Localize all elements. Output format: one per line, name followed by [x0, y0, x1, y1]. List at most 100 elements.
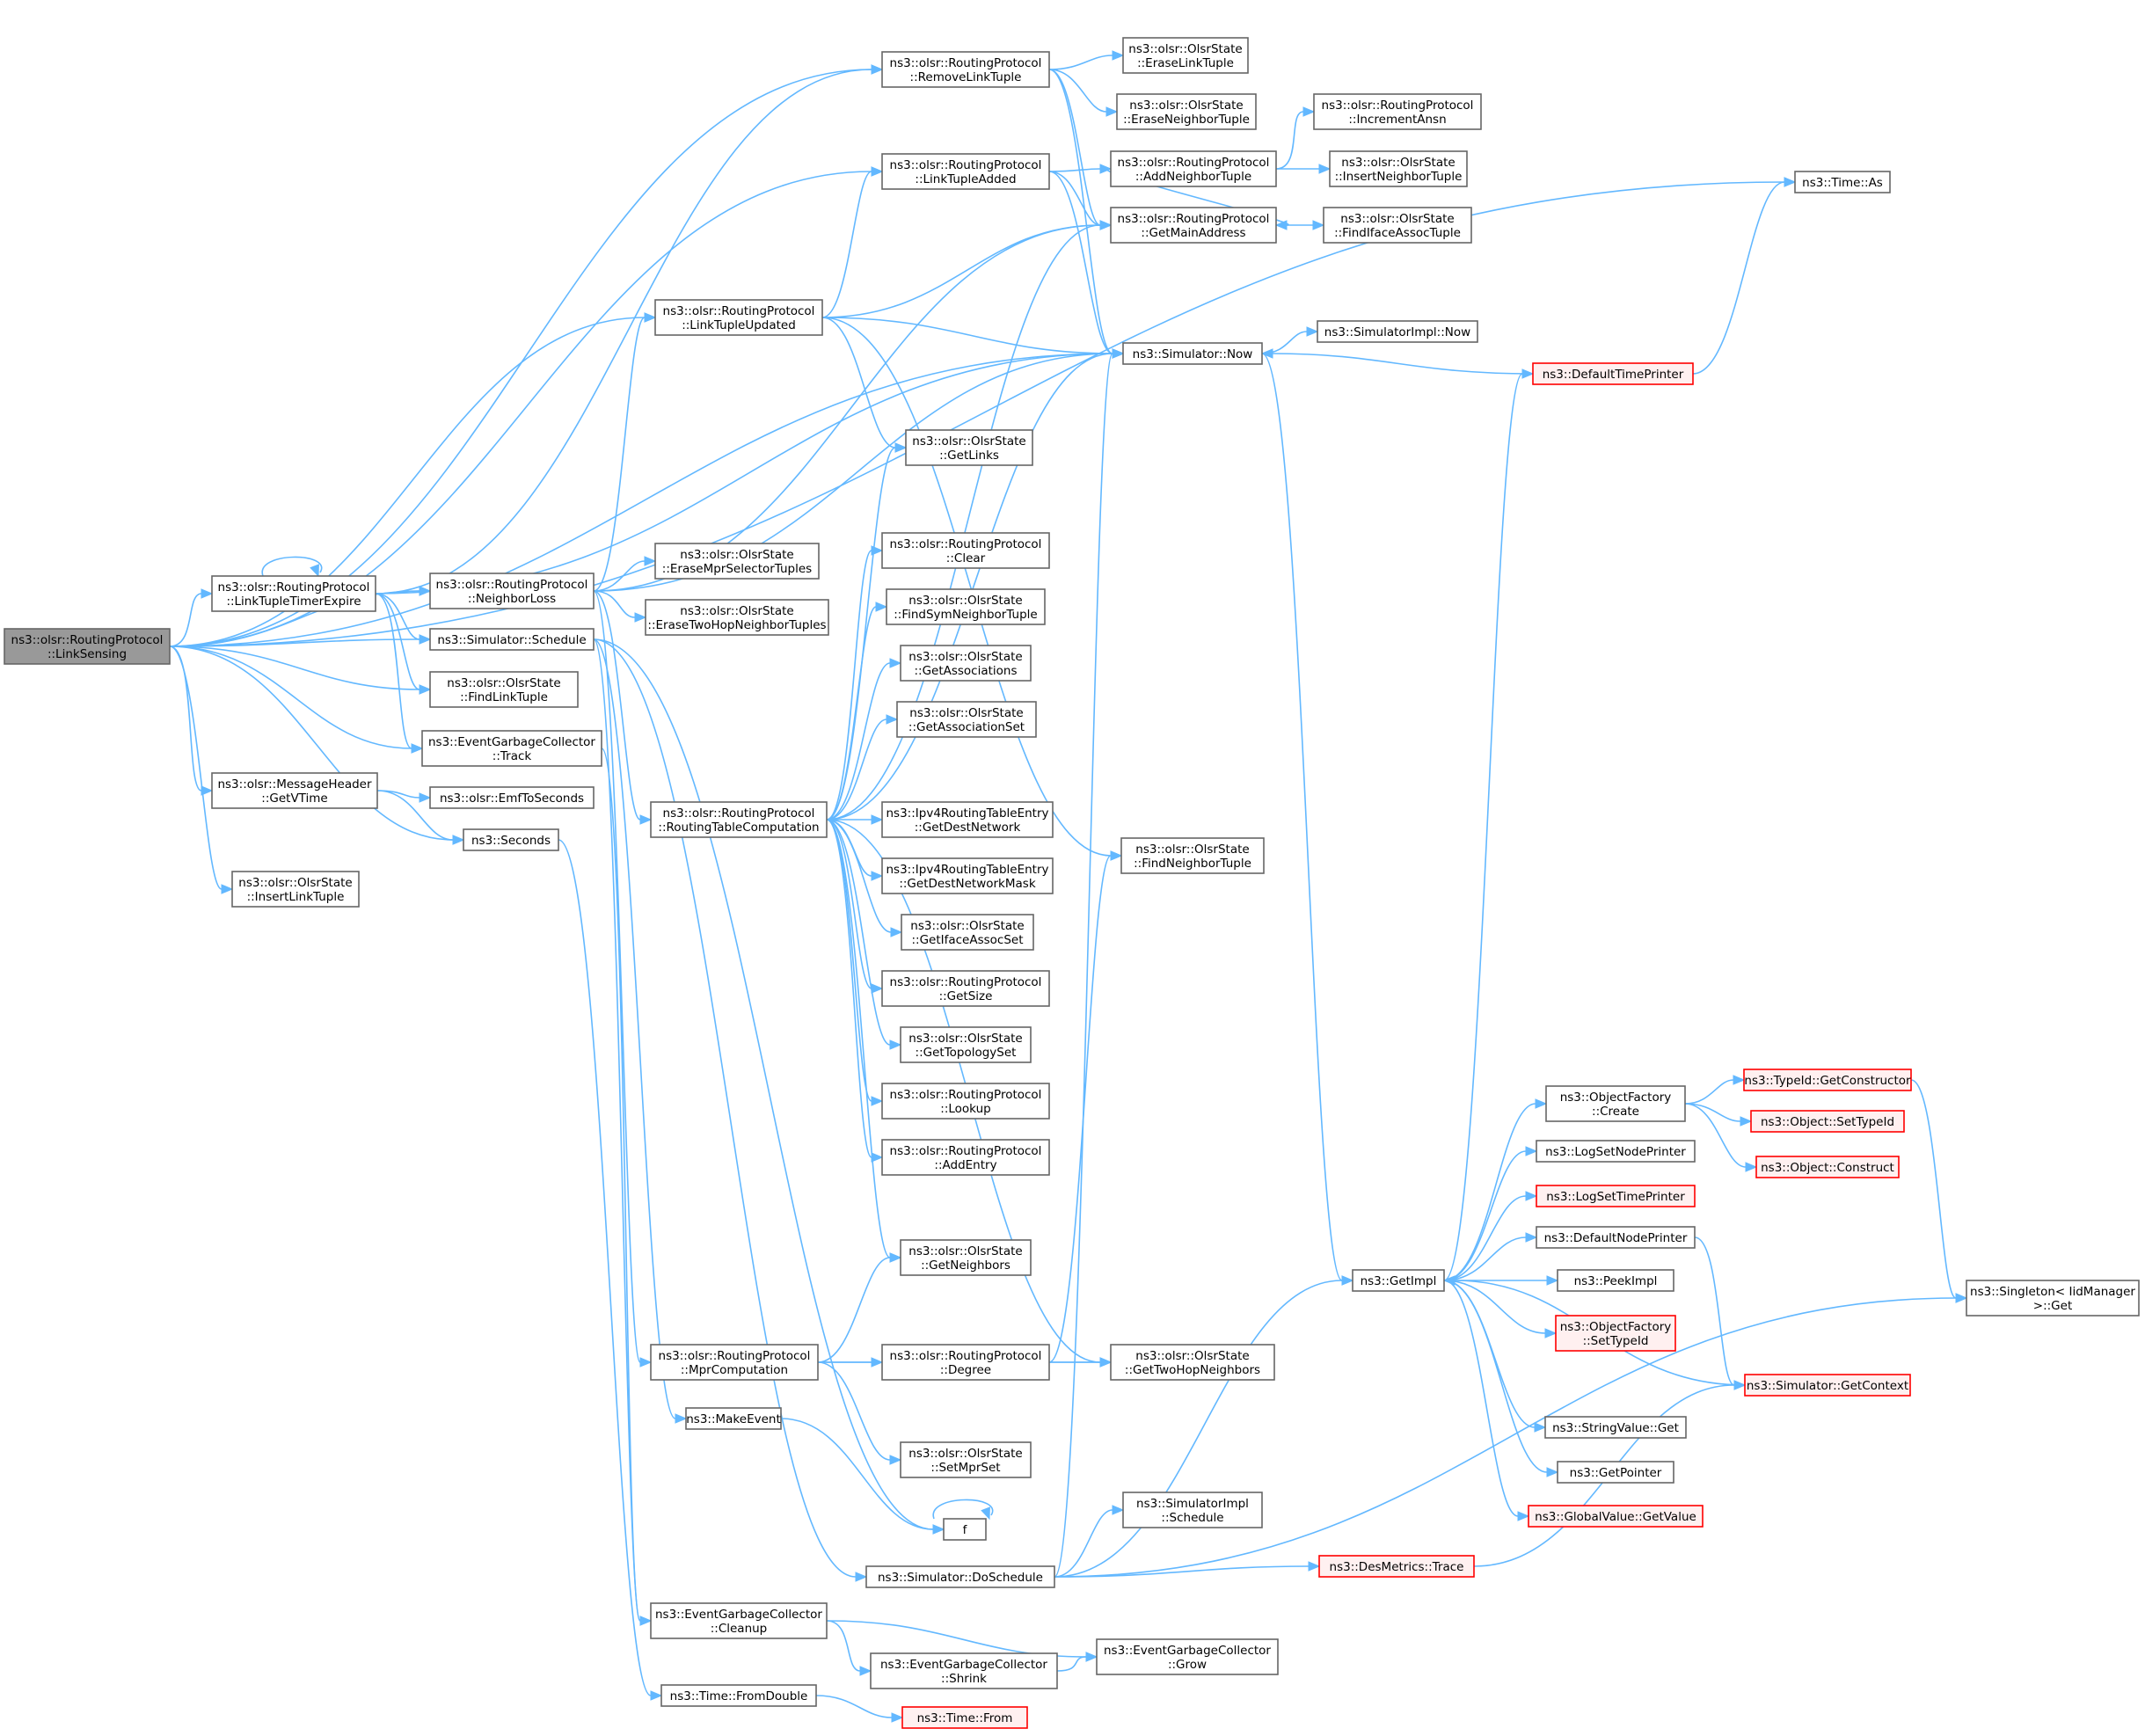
node-n58[interactable]: ns3::LogSetTimePrinter: [1536, 1185, 1696, 1207]
node-n6[interactable]: ns3::olsr::MessageHeader::GetVTime: [211, 772, 378, 809]
node-label: ns3::olsr::OlsrState: [238, 876, 352, 890]
edge-n54-n48: [1443, 368, 1535, 1281]
node-n8[interactable]: ns3::Seconds: [463, 828, 559, 851]
node-n19[interactable]: ns3::Time::FromDouble: [660, 1684, 817, 1707]
node-box: [1122, 37, 1249, 74]
edge-n3-n41: [593, 638, 868, 1582]
node-n42[interactable]: ns3::EventGarbageCollector::Shrink: [870, 1652, 1058, 1689]
node-n48[interactable]: ns3::DefaultTimePrinter: [1532, 362, 1694, 385]
node-n62[interactable]: ns3::StringValue::Get: [1544, 1416, 1687, 1439]
node-n30[interactable]: ns3::Ipv4RoutingTableEntry::GetDestNetwo…: [881, 801, 1054, 838]
edge-arrowhead: [1306, 326, 1319, 337]
node-box: [211, 575, 376, 612]
node-box: [1329, 150, 1468, 187]
node-n14[interactable]: ns3::olsr::OlsrState::EraseTwoHopNeighbo…: [645, 599, 829, 636]
node-n47[interactable]: ns3::SimulatorImpl::Now: [1317, 320, 1478, 343]
edge-n48-n24: [1260, 348, 1534, 375]
node-n25[interactable]: ns3::olsr::OlsrState::GetLinks: [905, 429, 1033, 466]
node-label: ns3::olsr::RoutingProtocol: [890, 1144, 1042, 1158]
node-n55[interactable]: ns3::Time::As: [1794, 171, 1891, 193]
node-n69[interactable]: ns3::Singleton< IidManager >::Get: [1966, 1280, 2140, 1317]
node-n10[interactable]: ns3::olsr::RoutingProtocol::RemoveLinkTu…: [881, 51, 1050, 88]
node-n26[interactable]: ns3::olsr::RoutingProtocol::Clear: [881, 532, 1050, 569]
node-n24[interactable]: ns3::Simulator::Now: [1122, 342, 1263, 365]
node-n59[interactable]: ns3::DefaultNodePrinter: [1536, 1226, 1696, 1249]
node-label: ::IncrementAnsn: [1348, 113, 1446, 127]
edge-n38-n50: [1049, 1357, 1113, 1368]
node-label: ::GetIfaceAssocSet: [911, 933, 1023, 947]
node-n52[interactable]: ns3::DesMetrics::Trace: [1318, 1555, 1475, 1578]
edge-arrowhead: [1525, 1146, 1538, 1156]
node-box: [1750, 1110, 1905, 1133]
edge-line: [593, 590, 636, 618]
node-n43[interactable]: ns3::Time::From: [901, 1706, 1028, 1729]
node-n44[interactable]: ns3::olsr::RoutingProtocol::IncrementAns…: [1313, 93, 1482, 130]
node-n4[interactable]: ns3::olsr::OlsrState::FindLinkTuple: [429, 671, 579, 708]
node-n49[interactable]: ns3::olsr::OlsrState::FindNeighborTuple: [1120, 837, 1265, 874]
node-n34[interactable]: ns3::olsr::OlsrState::GetTopologySet: [900, 1026, 1032, 1063]
node-n41[interactable]: ns3::Simulator::DoSchedule: [865, 1565, 1055, 1588]
edge-line: [1048, 171, 1101, 226]
node-box: [1545, 1085, 1686, 1122]
node-n7[interactable]: ns3::olsr::EmfToSeconds: [429, 786, 595, 809]
node-n51[interactable]: ns3::SimulatorImpl::Schedule: [1122, 1492, 1263, 1528]
node-n40[interactable]: f: [943, 1518, 987, 1541]
node-n28[interactable]: ns3::olsr::OlsrState::GetAssociations: [900, 645, 1032, 682]
node-n50[interactable]: ns3::olsr::OlsrState::GetTwoHopNeighbors: [1110, 1344, 1275, 1381]
node-n2[interactable]: ns3::olsr::RoutingProtocol::NeighborLoss: [429, 573, 595, 609]
node-n21[interactable]: ns3::olsr::OlsrState::EraseNeighborTuple: [1116, 93, 1257, 130]
node-n11[interactable]: ns3::olsr::RoutingProtocol::LinkTupleAdd…: [881, 153, 1050, 190]
edge-n15-n29: [826, 714, 899, 821]
node-n53[interactable]: ns3::EventGarbageCollector::Grow: [1096, 1638, 1279, 1675]
node-n15[interactable]: ns3::olsr::RoutingProtocol::RoutingTable…: [650, 801, 828, 838]
edge-n41-n51: [1054, 1505, 1125, 1578]
node-n38[interactable]: ns3::olsr::RoutingProtocol::Degree: [881, 1344, 1050, 1381]
node-n18[interactable]: ns3::EventGarbageCollector::Cleanup: [650, 1602, 828, 1639]
node-n65[interactable]: ns3::TypeId::GetConstructor: [1743, 1069, 1912, 1091]
node-n31[interactable]: ns3::Ipv4RoutingTableEntry::GetDestNetwo…: [881, 857, 1054, 894]
node-n64[interactable]: ns3::GlobalValue::GetValue: [1528, 1505, 1704, 1528]
node-n3[interactable]: ns3::Simulator::Schedule: [429, 628, 595, 651]
node-n57[interactable]: ns3::LogSetNodePrinter: [1536, 1140, 1696, 1163]
node-n12[interactable]: ns3::olsr::RoutingProtocol::LinkTupleUpd…: [654, 299, 823, 336]
node-n1[interactable]: ns3::olsr::RoutingProtocol::LinkTupleTim…: [211, 575, 376, 612]
node-n23[interactable]: ns3::olsr::RoutingProtocol::GetMainAddre…: [1110, 207, 1277, 244]
node-n35[interactable]: ns3::olsr::RoutingProtocol::Lookup: [881, 1083, 1050, 1120]
node-n29[interactable]: ns3::olsr::OlsrState::GetAssociationSet: [896, 701, 1037, 738]
node-n54[interactable]: ns3::GetImpl: [1352, 1269, 1445, 1292]
node-n67[interactable]: ns3::Object::Construct: [1755, 1156, 1900, 1178]
node-n60[interactable]: ns3::PeekImpl: [1557, 1269, 1674, 1292]
node-n66[interactable]: ns3::Object::SetTypeId: [1750, 1110, 1905, 1133]
edge-arrowhead: [419, 634, 432, 645]
node-box: [429, 628, 595, 651]
node-n13[interactable]: ns3::olsr::OlsrState::EraseMprSelectorTu…: [654, 543, 820, 580]
node-n63[interactable]: ns3::GetPointer: [1557, 1461, 1674, 1484]
node-n61[interactable]: ns3::ObjectFactory::SetTypeId: [1555, 1315, 1676, 1352]
edge-line: [826, 224, 1101, 821]
node-n16[interactable]: ns3::olsr::RoutingProtocol::MprComputati…: [650, 1344, 819, 1381]
node-label: ns3::EventGarbageCollector: [428, 735, 595, 749]
node-n45[interactable]: ns3::olsr::OlsrState::InsertNeighborTupl…: [1329, 150, 1468, 187]
edge-line: [817, 1361, 891, 1461]
node-n9[interactable]: ns3::olsr::OlsrState::InsertLinkTuple: [231, 871, 360, 908]
node-n22[interactable]: ns3::olsr::RoutingProtocol::AddNeighborT…: [1110, 150, 1277, 187]
node-label: ::SetMprSet: [930, 1461, 1000, 1475]
node-n39[interactable]: ns3::olsr::OlsrState::SetMprSet: [900, 1441, 1032, 1478]
node-n46[interactable]: ns3::olsr::OlsrState::FindIfaceAssocTupl…: [1323, 207, 1472, 244]
node-n20[interactable]: ns3::olsr::OlsrState::EraseLinkTuple: [1122, 37, 1249, 74]
edge-arrowhead: [1312, 220, 1325, 230]
node-n56[interactable]: ns3::ObjectFactory::Create: [1545, 1085, 1686, 1122]
node-n32[interactable]: ns3::olsr::OlsrState::GetIfaceAssocSet: [901, 914, 1034, 951]
node-n17[interactable]: ns3::MakeEvent: [685, 1407, 782, 1430]
node-n27[interactable]: ns3::olsr::OlsrState::FindSymNeighborTup…: [886, 588, 1046, 625]
node-n37[interactable]: ns3::olsr::OlsrState::GetNeighbors: [900, 1239, 1032, 1276]
edge-line: [593, 638, 934, 1530]
node-n68[interactable]: ns3::Simulator::GetContext: [1744, 1374, 1911, 1397]
node-label: ::SetTypeId: [1583, 1334, 1649, 1348]
node-n5[interactable]: ns3::EventGarbageCollector::Track: [421, 730, 602, 767]
node-n33[interactable]: ns3::olsr::RoutingProtocol::GetSize: [881, 970, 1050, 1007]
node-box: [865, 1565, 1055, 1588]
node-n36[interactable]: ns3::olsr::RoutingProtocol::AddEntry: [881, 1139, 1050, 1176]
edge-n42-n53: [1056, 1652, 1098, 1672]
node-n0[interactable]: ns3::olsr::RoutingProtocol::LinkSensing: [4, 628, 171, 665]
